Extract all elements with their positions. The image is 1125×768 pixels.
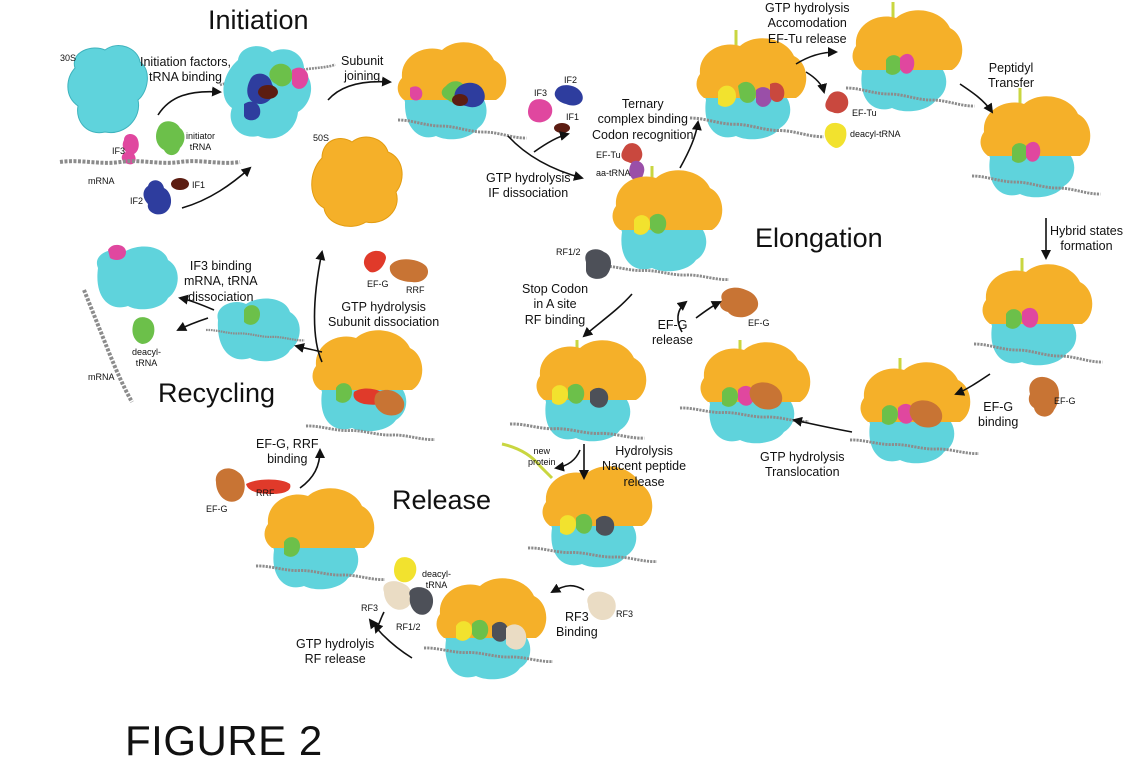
- label-gtp-if: GTP hydrolysis IF dissociation: [486, 171, 571, 201]
- label-deacyl-b: deacyl- tRNA: [422, 569, 452, 590]
- label-hydrolysis: Hydrolysis Nacent peptide release: [602, 444, 687, 489]
- label-rrf-b: RRF: [406, 285, 425, 295]
- label-ternary: Ternary complex binding Codon recognitio…: [592, 97, 694, 142]
- label-efg-c: EF-G: [206, 504, 228, 514]
- mrna-strand: [58, 159, 242, 165]
- 30s-initiation-complex: [218, 46, 337, 139]
- ef-g-free-bottom: [215, 468, 245, 502]
- 70s-initiation-complex: [396, 42, 528, 141]
- label-gtp-accom: GTP hydrolysis Accomodation EF-Tu releas…: [765, 1, 850, 46]
- deacyl-trna-release: [394, 557, 417, 583]
- label-efg-d: EF-G: [367, 279, 389, 289]
- rf1-2-free: [585, 249, 611, 279]
- ribosome-after-hydrolysis: [526, 466, 659, 568]
- label-if1-a: IF1: [192, 180, 206, 190]
- if1-released: [554, 123, 570, 133]
- label-rf3-a: RF3: [616, 609, 634, 619]
- label-rrf-a: RRF: [256, 488, 275, 498]
- rf1-2-released: [409, 587, 434, 615]
- new-protein-chain: [501, 442, 554, 480]
- heading-release: Release: [392, 485, 492, 515]
- heading-initiation: Initiation: [208, 5, 309, 35]
- label-if3-b: IF3: [534, 88, 548, 98]
- ef-g-free-right: [1028, 376, 1059, 417]
- label-efg-release: EF-G release: [652, 318, 693, 348]
- label-efg-rrf: EF-G, RRF binding: [256, 437, 319, 467]
- ef-tu-released: [825, 91, 849, 114]
- if2-factor: [143, 180, 172, 215]
- 50s-subunit: [311, 136, 403, 227]
- ribosome-peptidyl-transfer: [970, 88, 1102, 198]
- ribosome-rf3-bound: [422, 578, 555, 680]
- label-if2-a: IF2: [130, 196, 144, 206]
- ribosome-recycling: [304, 330, 437, 442]
- if1-factor: [171, 178, 189, 190]
- label-new-protein: new protein: [528, 446, 556, 467]
- label-efg-b: EF-G: [1054, 396, 1076, 406]
- label-aatrna: aa-tRNA: [596, 168, 631, 178]
- 30s-subunit: [67, 45, 148, 134]
- label-rf12-a: RF1/2: [556, 247, 581, 257]
- heading-recycling: Recycling: [158, 378, 276, 408]
- deacyl-trna-recycling: [132, 317, 155, 344]
- label-hybrid: Hybrid states formation: [1050, 224, 1123, 254]
- if3-released: [528, 99, 553, 123]
- 30s-if3-bound: [96, 244, 178, 310]
- label-efg-binding: EF-G binding: [978, 400, 1019, 430]
- label-if3-a: IF3: [112, 146, 126, 156]
- deacyl-trna-released: [824, 122, 847, 148]
- label-init-factors: Initiation factors, tRNA binding: [140, 55, 232, 85]
- label-if2-b: IF2: [564, 75, 578, 85]
- ef-tu-ternary: [621, 143, 643, 164]
- label-rf12-b: RF1/2: [396, 622, 421, 632]
- label-initiator-trna: initiator tRNA: [186, 131, 216, 152]
- ef-g-released-top: [389, 259, 429, 283]
- heading-elongation: Elongation: [755, 223, 883, 253]
- ribosome-hybrid-state: [972, 258, 1104, 366]
- label-deacyl-a: deacyl-tRNA: [850, 129, 901, 139]
- label-gtp-subunit: GTP hydrolysis Subunit dissociation: [328, 300, 440, 330]
- if3-factor: [121, 134, 139, 165]
- mrna-recycled: [82, 289, 134, 403]
- label-50s: 50S: [313, 133, 330, 143]
- initiator-trna: [156, 121, 185, 156]
- label-gtp-transloc: GTP hydrolysis Translocation: [760, 450, 845, 480]
- rrf-free-bottom: [246, 479, 291, 494]
- 30s-post-recycling: [204, 298, 306, 362]
- ribosome-accommodated: [844, 2, 976, 112]
- label-mrna-b: mRNA: [88, 372, 115, 382]
- label-30s: 30S: [60, 53, 77, 63]
- ribosome-ef-g-bound: [848, 358, 981, 464]
- label-subunit-joining: Subunit joining: [341, 54, 384, 84]
- label-peptidyl: Peptidyl Transfer: [988, 61, 1035, 91]
- arrows: [157, 47, 1051, 659]
- rf3-released: [383, 581, 412, 610]
- ef-g-released: [720, 287, 759, 318]
- ribosome-ternary-bound: [688, 30, 826, 140]
- label-if3-binding: IF3 binding mRNA, tRNA dissociation: [184, 259, 258, 304]
- label-eftu-a: EF-Tu: [596, 150, 621, 160]
- label-stop-codon: Stop Codon in A site RF binding: [522, 282, 589, 327]
- label-mrna-a: mRNA: [88, 176, 115, 186]
- label-rf3-b: RF3: [361, 603, 379, 613]
- label-gtp-rf: GTP hydrolyis RF release: [296, 637, 375, 667]
- label-efg-a: EF-G: [748, 318, 770, 328]
- ribosome-rf-bound: [508, 340, 647, 442]
- label-eftu-b: EF-Tu: [852, 108, 877, 118]
- rrf-released-top: [363, 250, 386, 273]
- ribosome-post-termination: [254, 488, 387, 590]
- ribosome-translocated: [678, 340, 811, 444]
- if2-released: [554, 85, 583, 106]
- label-deacyl-c: deacyl- tRNA: [132, 347, 162, 368]
- ribosome-stop-codon: [598, 166, 731, 282]
- label-rf3-binding: RF3 Binding: [556, 610, 598, 640]
- rf3-free: [587, 591, 616, 621]
- label-if1-b: IF1: [566, 112, 580, 122]
- figure-label: FIGURE 2: [125, 717, 323, 764]
